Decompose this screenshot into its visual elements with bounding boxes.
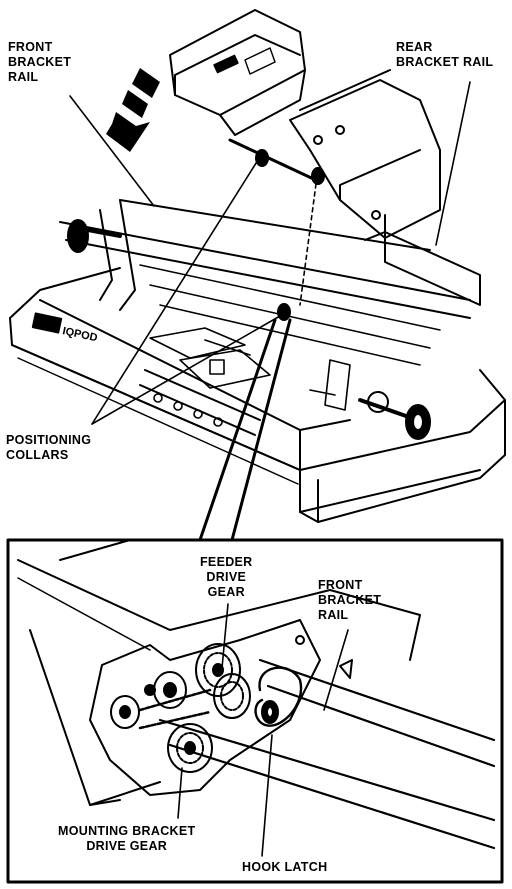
feeder-front-rail: [228, 138, 325, 185]
label-rear-bracket-rail: REAR BRACKET RAIL: [396, 40, 493, 70]
label-line: FRONT: [318, 578, 363, 592]
label-line: COLLARS: [6, 448, 69, 462]
label-front-bracket-rail: FRONT BRACKET RAIL: [8, 40, 71, 85]
label-line: FEEDER: [200, 555, 253, 569]
idler-gear-left: [110, 695, 140, 729]
leader-lines: [69, 81, 471, 857]
printer-body: [9, 267, 506, 523]
tractor-feeder: [169, 9, 441, 239]
label-line: POSITIONING: [6, 433, 92, 447]
label-front-bracket-rail-detail: FRONT BRACKET RAIL: [318, 578, 381, 623]
label-line: RAIL: [8, 70, 39, 84]
nameplate-box: [31, 312, 63, 334]
platen-knob-right: [358, 391, 431, 440]
platen-knob-left: [67, 199, 136, 311]
down-arrow-icon: [106, 68, 160, 152]
detail-inset-frame: [6, 538, 504, 884]
feeder-gear-upper: [195, 643, 241, 697]
label-line: GEAR: [207, 585, 245, 599]
label-line: RAIL: [318, 608, 349, 622]
label-line: DRIVE GEAR: [86, 839, 168, 853]
nameplate-text: IQPOD: [61, 325, 98, 344]
rails-rods: [59, 199, 471, 366]
feeder-gear-right: [213, 673, 251, 719]
detail-drawing: [17, 539, 496, 850]
label-line: REAR: [396, 40, 433, 54]
label-hook-latch: HOOK LATCH: [242, 860, 327, 875]
rear-bracket-rail: [364, 231, 481, 306]
mounting-bracket-gear: [167, 723, 213, 773]
label-line: HOOK LATCH: [242, 860, 328, 874]
positioning-collar: [277, 303, 291, 321]
label-feeder-drive-gear: FEEDER DRIVE GEAR: [200, 555, 253, 600]
alignment-dashed-line: [299, 183, 317, 306]
control-buttons: [153, 393, 223, 427]
label-line: BRACKET: [318, 593, 382, 607]
label-line: MOUNTING BRACKET: [58, 824, 196, 838]
label-line: DRIVE: [206, 570, 247, 584]
label-line: BRACKET: [8, 55, 72, 69]
inner-mechanism: [149, 327, 351, 411]
label-positioning-collars: POSITIONING COLLARS: [6, 433, 91, 463]
label-line: FRONT: [8, 40, 53, 54]
label-line: BRACKET RAIL: [396, 55, 494, 69]
label-mounting-bracket-drive-gear: MOUNTING BRACKET DRIVE GEAR: [58, 824, 195, 854]
